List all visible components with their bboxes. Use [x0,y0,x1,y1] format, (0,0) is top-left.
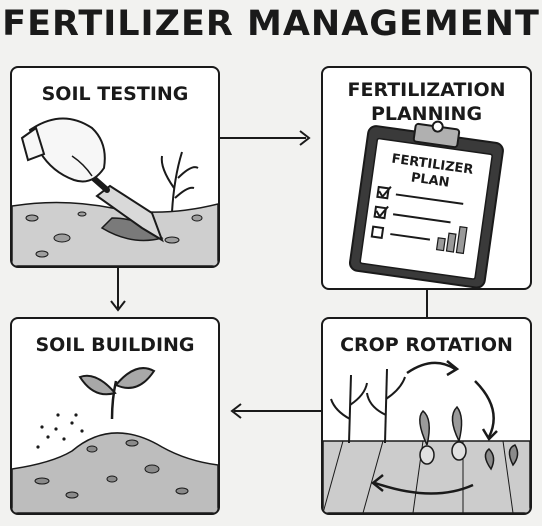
clipboard-illustration: FERTILIZER PLAN [348,120,504,288]
crop-rotation-illustration [323,360,530,513]
panel-label-crop-rotation: CROP ROTATION [340,334,513,356]
arrowhead-building [110,300,126,312]
panel-soil-building: SOIL BUILDING [10,317,220,515]
page-title: FERTILIZER MANAGEMENT [2,4,540,44]
panel-label-soil-building: SOIL BUILDING [35,334,195,356]
small-leaf-icon [484,444,519,471]
scattered-fertilizer-dots [36,413,84,449]
panel-crop-rotation: CROP ROTATION [321,317,532,515]
soil-testing-illustration [12,117,218,266]
bar-chart-icon [435,226,468,255]
arrowhead-planning [299,130,311,146]
beet-plant-icon [419,405,467,465]
panel-fertilization-planning: FERTILIZATION PLANNING FERTILIZER PLAN [321,66,532,290]
arrowhead-building-left [230,403,242,419]
panel-label-soil-testing: SOIL TESTING [41,83,189,105]
rotation-arrows-icon [370,360,498,495]
sprout-icon [78,367,156,420]
gloved-hand-icon [20,117,106,183]
corn-plant-icon [330,368,406,444]
panel-soil-testing: SOIL TESTING [10,66,220,268]
clipboard-title-line2: PLAN [410,170,450,190]
soil-building-illustration [12,367,218,513]
seedling-icon [160,151,199,213]
panel-label-fertilization-planning: FERTILIZATION PLANNING [347,79,506,125]
